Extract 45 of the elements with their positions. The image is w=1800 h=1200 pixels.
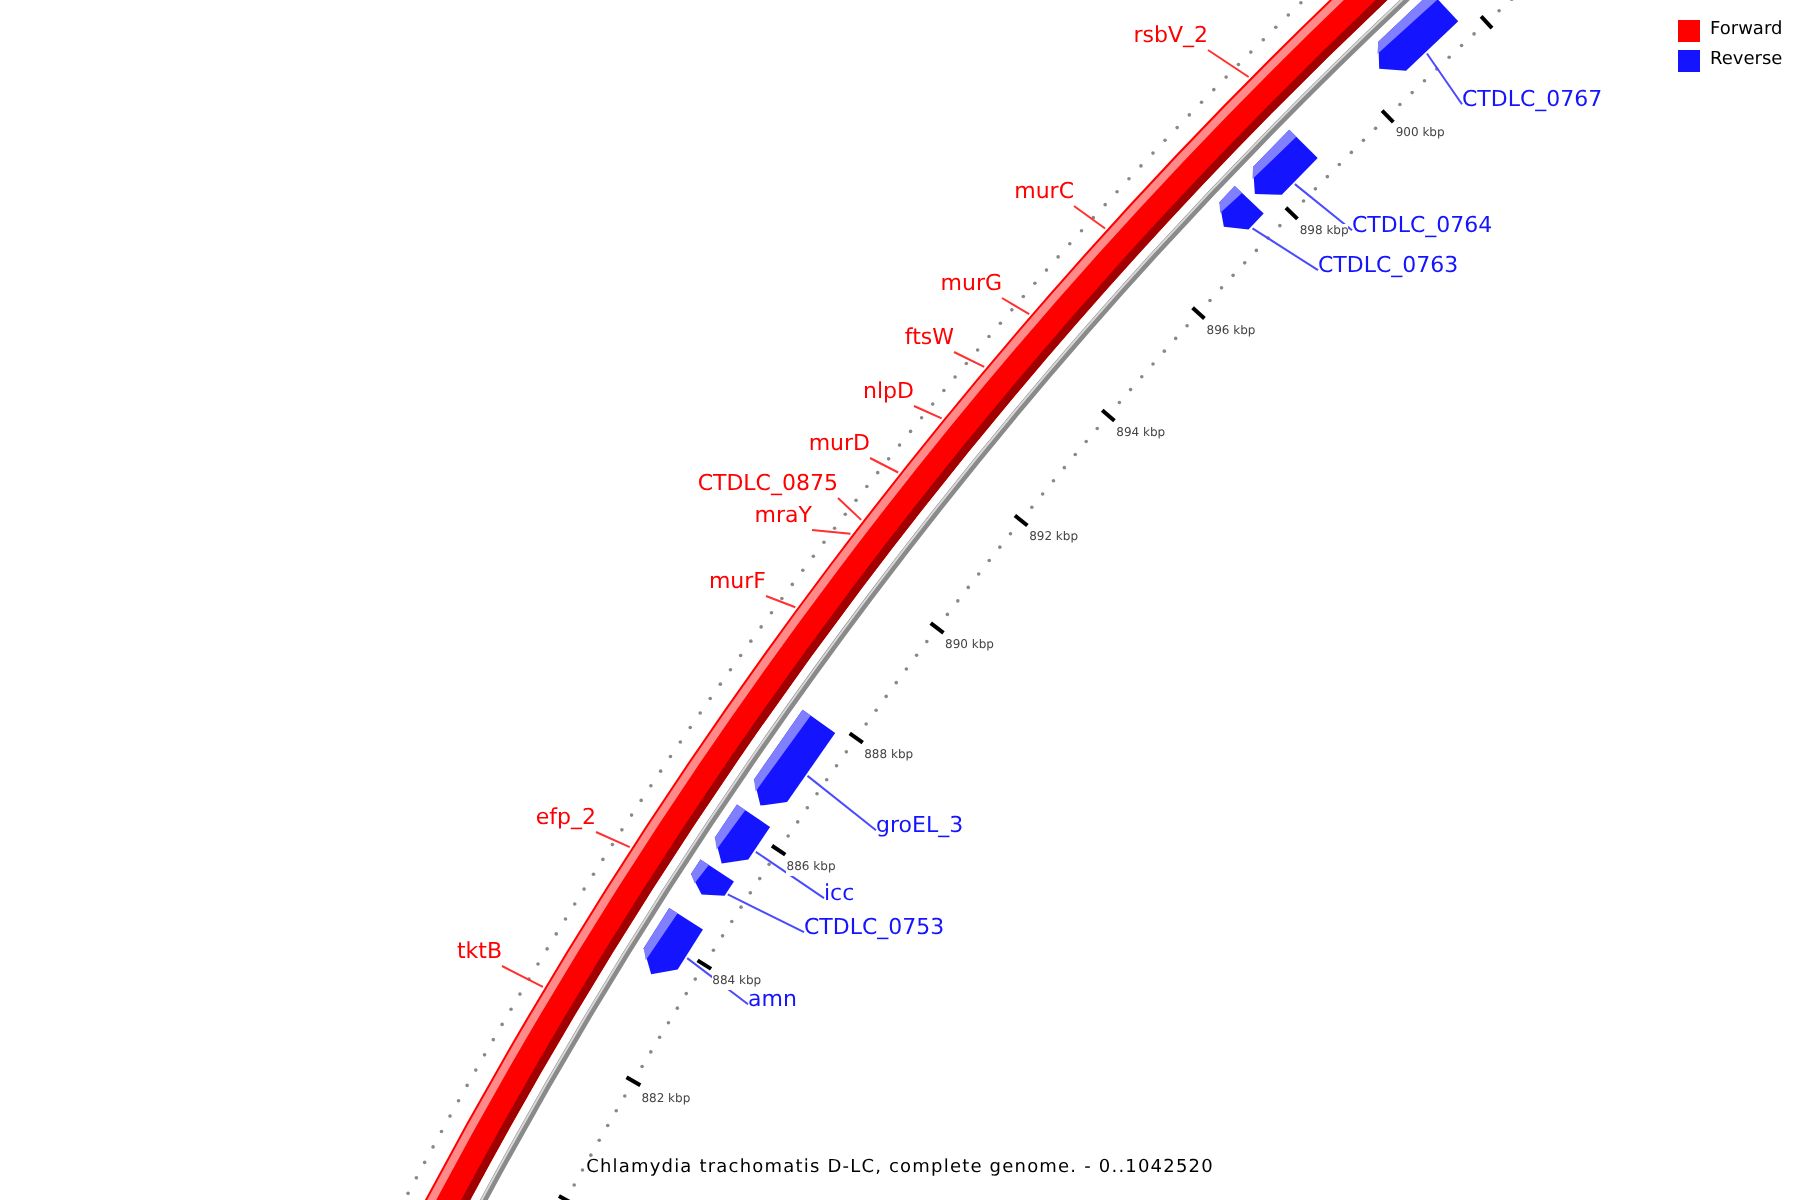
leader-line (501, 965, 544, 988)
gene-label: CTDLC_0767 (1462, 86, 1603, 114)
leader-line (837, 497, 863, 521)
reverse-gene-block (643, 907, 703, 975)
gene-label: amn (748, 986, 797, 1014)
leader-line (765, 595, 797, 609)
reverse-gene-block (714, 804, 771, 864)
leader-line (1073, 205, 1107, 230)
legend-label: Reverse (1710, 48, 1783, 72)
gene-label: CTDLC_0764 (1352, 212, 1493, 240)
gene-label: nlpD (863, 378, 914, 406)
leader-line (869, 457, 900, 474)
reverse-gene-block (754, 709, 836, 806)
gene-label: tktB (456, 938, 502, 966)
gene-label: murC (1014, 178, 1074, 206)
leader-line (1207, 49, 1250, 78)
gene-label: ftsW (904, 324, 954, 352)
gene-label: groEL_3 (876, 812, 964, 840)
leader-line (913, 405, 943, 420)
gene-label: rsbV_2 (1133, 22, 1208, 50)
leader-line (1001, 297, 1031, 316)
gene-label: murD (808, 430, 870, 458)
reverse-gene-block (1377, 0, 1459, 71)
gene-label: mraY (754, 502, 812, 530)
reverse-gene-block (691, 859, 734, 896)
gene-label: icc (824, 880, 855, 908)
reverse-gene-block (1252, 129, 1318, 195)
leader-line (806, 774, 877, 832)
caption: Chlamydia trachomatis D-LC, complete genome. - 0..1042520 (584, 1156, 1216, 1182)
gene-label: efp_2 (535, 804, 596, 832)
leader-line (1293, 183, 1353, 232)
gene-label: CTDLC_0753 (804, 914, 945, 942)
leader-line (811, 529, 852, 535)
leader-line (726, 893, 805, 934)
gene-label: CTDLC_0763 (1318, 252, 1459, 280)
gene-label: murG (940, 270, 1002, 298)
leader-line (754, 850, 825, 900)
leader-line (953, 351, 986, 368)
leader-line (1251, 227, 1319, 272)
legend-label: Forward (1710, 18, 1783, 42)
gene-label: CTDLC_0875 (697, 470, 838, 498)
gene-label: murF (708, 568, 766, 596)
reverse-gene-block (1219, 186, 1264, 230)
leader-line (595, 831, 631, 849)
leader-line (1425, 52, 1463, 106)
